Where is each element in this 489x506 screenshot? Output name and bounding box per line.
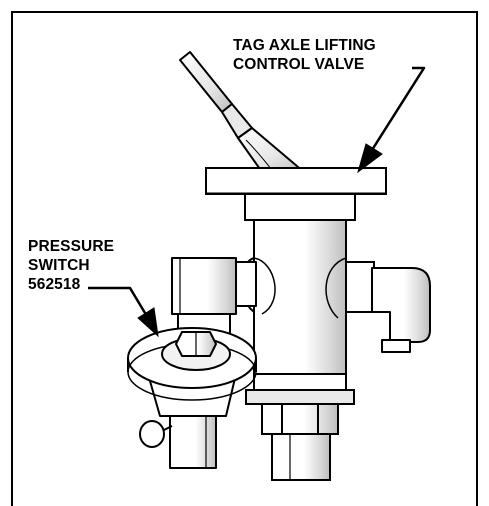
leader-arrow-switch <box>88 286 159 338</box>
elbow-fitting <box>371 267 431 353</box>
leader-arrow-valve <box>357 66 426 174</box>
figure-frame <box>11 11 478 506</box>
callout-control-valve-line2: CONTROL VALVE <box>233 56 365 73</box>
callout-control-valve: TAG AXLE LIFTING CONTROL VALVE <box>233 36 376 74</box>
valve-neck <box>244 193 356 221</box>
callout-pressure-switch-part-number: 562518 <box>28 276 81 293</box>
control-lever <box>179 51 305 173</box>
callout-pressure-switch-line1: PRESSURE <box>28 238 115 255</box>
pressure-switch <box>127 257 257 469</box>
callout-pressure-switch-line2: SWITCH <box>28 257 90 274</box>
valve-lower-fittings <box>245 373 355 481</box>
valve-top-plate <box>205 167 387 195</box>
callout-pressure-switch: PRESSURE SWITCH 562518 <box>28 237 114 294</box>
valve-body <box>240 219 375 376</box>
callout-control-valve-line1: TAG AXLE LIFTING <box>233 37 376 54</box>
